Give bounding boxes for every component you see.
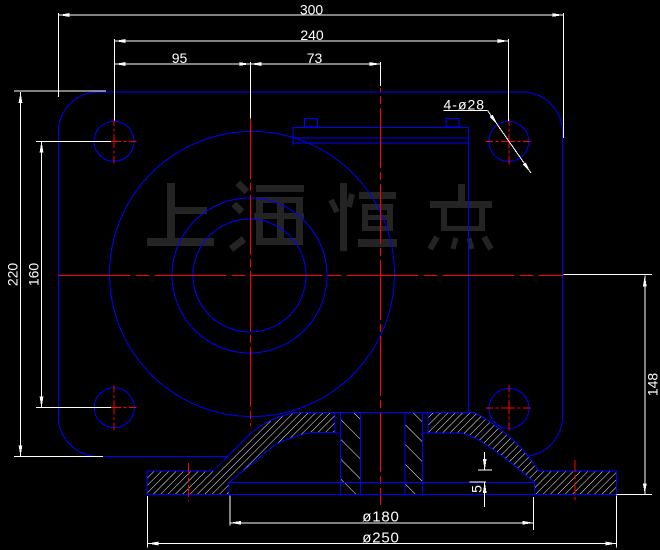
svg-text:ø180: ø180 <box>362 509 399 526</box>
svg-text:4-ø28: 4-ø28 <box>444 97 486 113</box>
svg-text:220: 220 <box>5 263 21 287</box>
svg-text:160: 160 <box>26 263 42 287</box>
svg-text:95: 95 <box>172 50 188 66</box>
svg-text:148: 148 <box>645 373 660 397</box>
svg-text:5: 5 <box>469 485 485 493</box>
svg-text:73: 73 <box>307 50 323 66</box>
svg-text:300: 300 <box>300 2 324 18</box>
svg-text:ø250: ø250 <box>362 530 399 547</box>
svg-text:240: 240 <box>300 27 324 43</box>
